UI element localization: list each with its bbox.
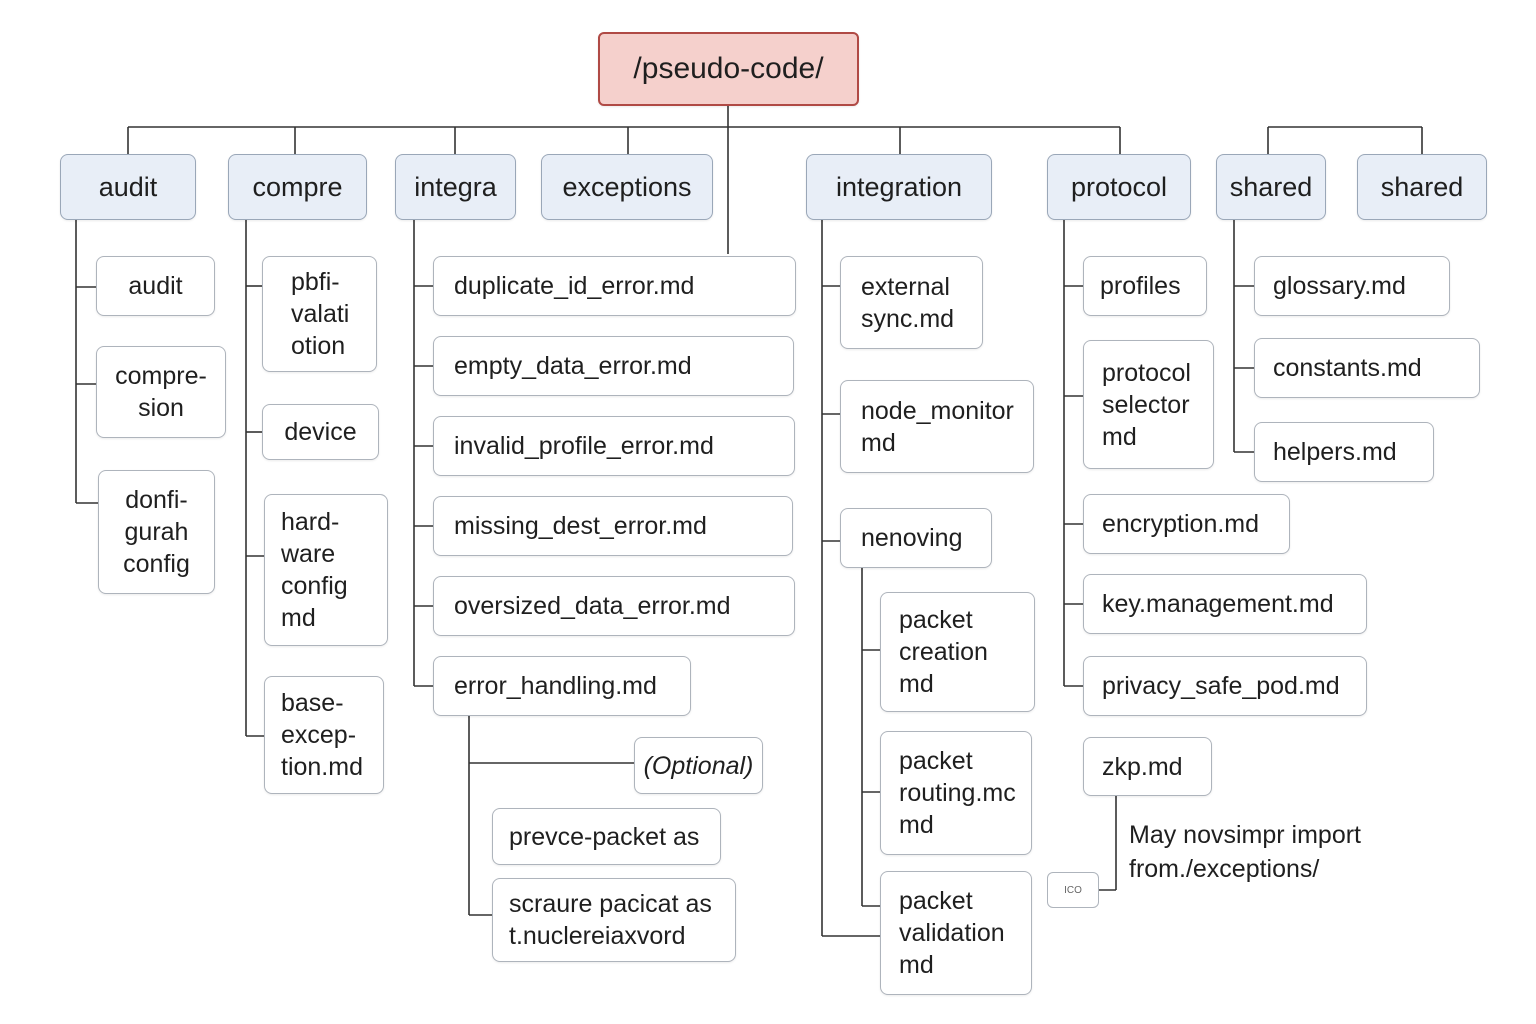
file-empty-data-error[interactable]: empty_data_error.md [433, 336, 794, 396]
file-invalid-profile-error[interactable]: invalid_profile_error.md [433, 416, 795, 476]
file-oversized-data-error[interactable]: oversized_data_error.md [433, 576, 795, 636]
folder-profiles[interactable]: profiles [1083, 256, 1207, 316]
folder-shared-2[interactable]: shared [1357, 154, 1487, 220]
file-privacy-safe-pod[interactable]: privacy_safe_pod.md [1083, 656, 1367, 716]
file-glossary[interactable]: glossary.md [1254, 256, 1450, 316]
file-encryption[interactable]: encryption.md [1083, 494, 1290, 554]
file-packet-validation[interactable]: packet validation md [880, 871, 1032, 995]
root-folder[interactable]: /pseudo-code/ [598, 32, 859, 106]
folder-audit[interactable]: audit [60, 154, 196, 220]
file-base-exception[interactable]: base- excep- tion.md [264, 676, 384, 794]
folder-protocol[interactable]: protocol [1047, 154, 1191, 220]
file-error-handling[interactable]: error_handling.md [433, 656, 691, 716]
folder-exceptions[interactable]: exceptions [541, 154, 713, 220]
import-note: May novsimpr import from./exceptions/ [1129, 821, 1361, 883]
file-device[interactable]: device [262, 404, 379, 460]
ico-icon: ICO [1047, 872, 1099, 908]
folder-nenoving[interactable]: nenoving [840, 508, 992, 568]
optional-label[interactable]: (Optional) [634, 737, 763, 794]
file-key-management[interactable]: key.management.md [1083, 574, 1367, 634]
file-helpers[interactable]: helpers.md [1254, 422, 1434, 482]
file-missing-dest-error[interactable]: missing_dest_error.md [433, 496, 793, 556]
folder-shared-1[interactable]: shared [1216, 154, 1326, 220]
file-zkp[interactable]: zkp.md [1083, 737, 1212, 796]
file-packet-routing[interactable]: packet routing.mc md [880, 731, 1032, 855]
file-packet-creation[interactable]: packet creation md [880, 592, 1035, 712]
folder-integration[interactable]: integration [806, 154, 992, 220]
file-config[interactable]: donfi- gurah config [98, 470, 215, 594]
file-prev-packet[interactable]: prev‌ce-packet as [492, 808, 721, 865]
file-constants[interactable]: constants.md [1254, 338, 1480, 398]
folder-compre[interactable]: compre [228, 154, 367, 220]
file-hardware-config[interactable]: hard- ware config md [264, 494, 388, 646]
folder-integra[interactable]: integra [395, 154, 516, 220]
file-external-sync[interactable]: external sync.md [840, 256, 983, 349]
file-compression[interactable]: compre- sion [96, 346, 226, 438]
file-protocol-selector[interactable]: protocol selector md [1083, 340, 1214, 469]
file-duplicate-id-error[interactable]: duplicate_id_error.md [433, 256, 796, 316]
file-secure-packet[interactable]: scraure pacicat as t.nuclereiaxvord [492, 878, 736, 962]
file-audit[interactable]: audit [96, 256, 215, 316]
file-validation[interactable]: pbfi- valati otion [262, 256, 377, 372]
file-node-monitor[interactable]: node_monitor md [840, 380, 1034, 473]
